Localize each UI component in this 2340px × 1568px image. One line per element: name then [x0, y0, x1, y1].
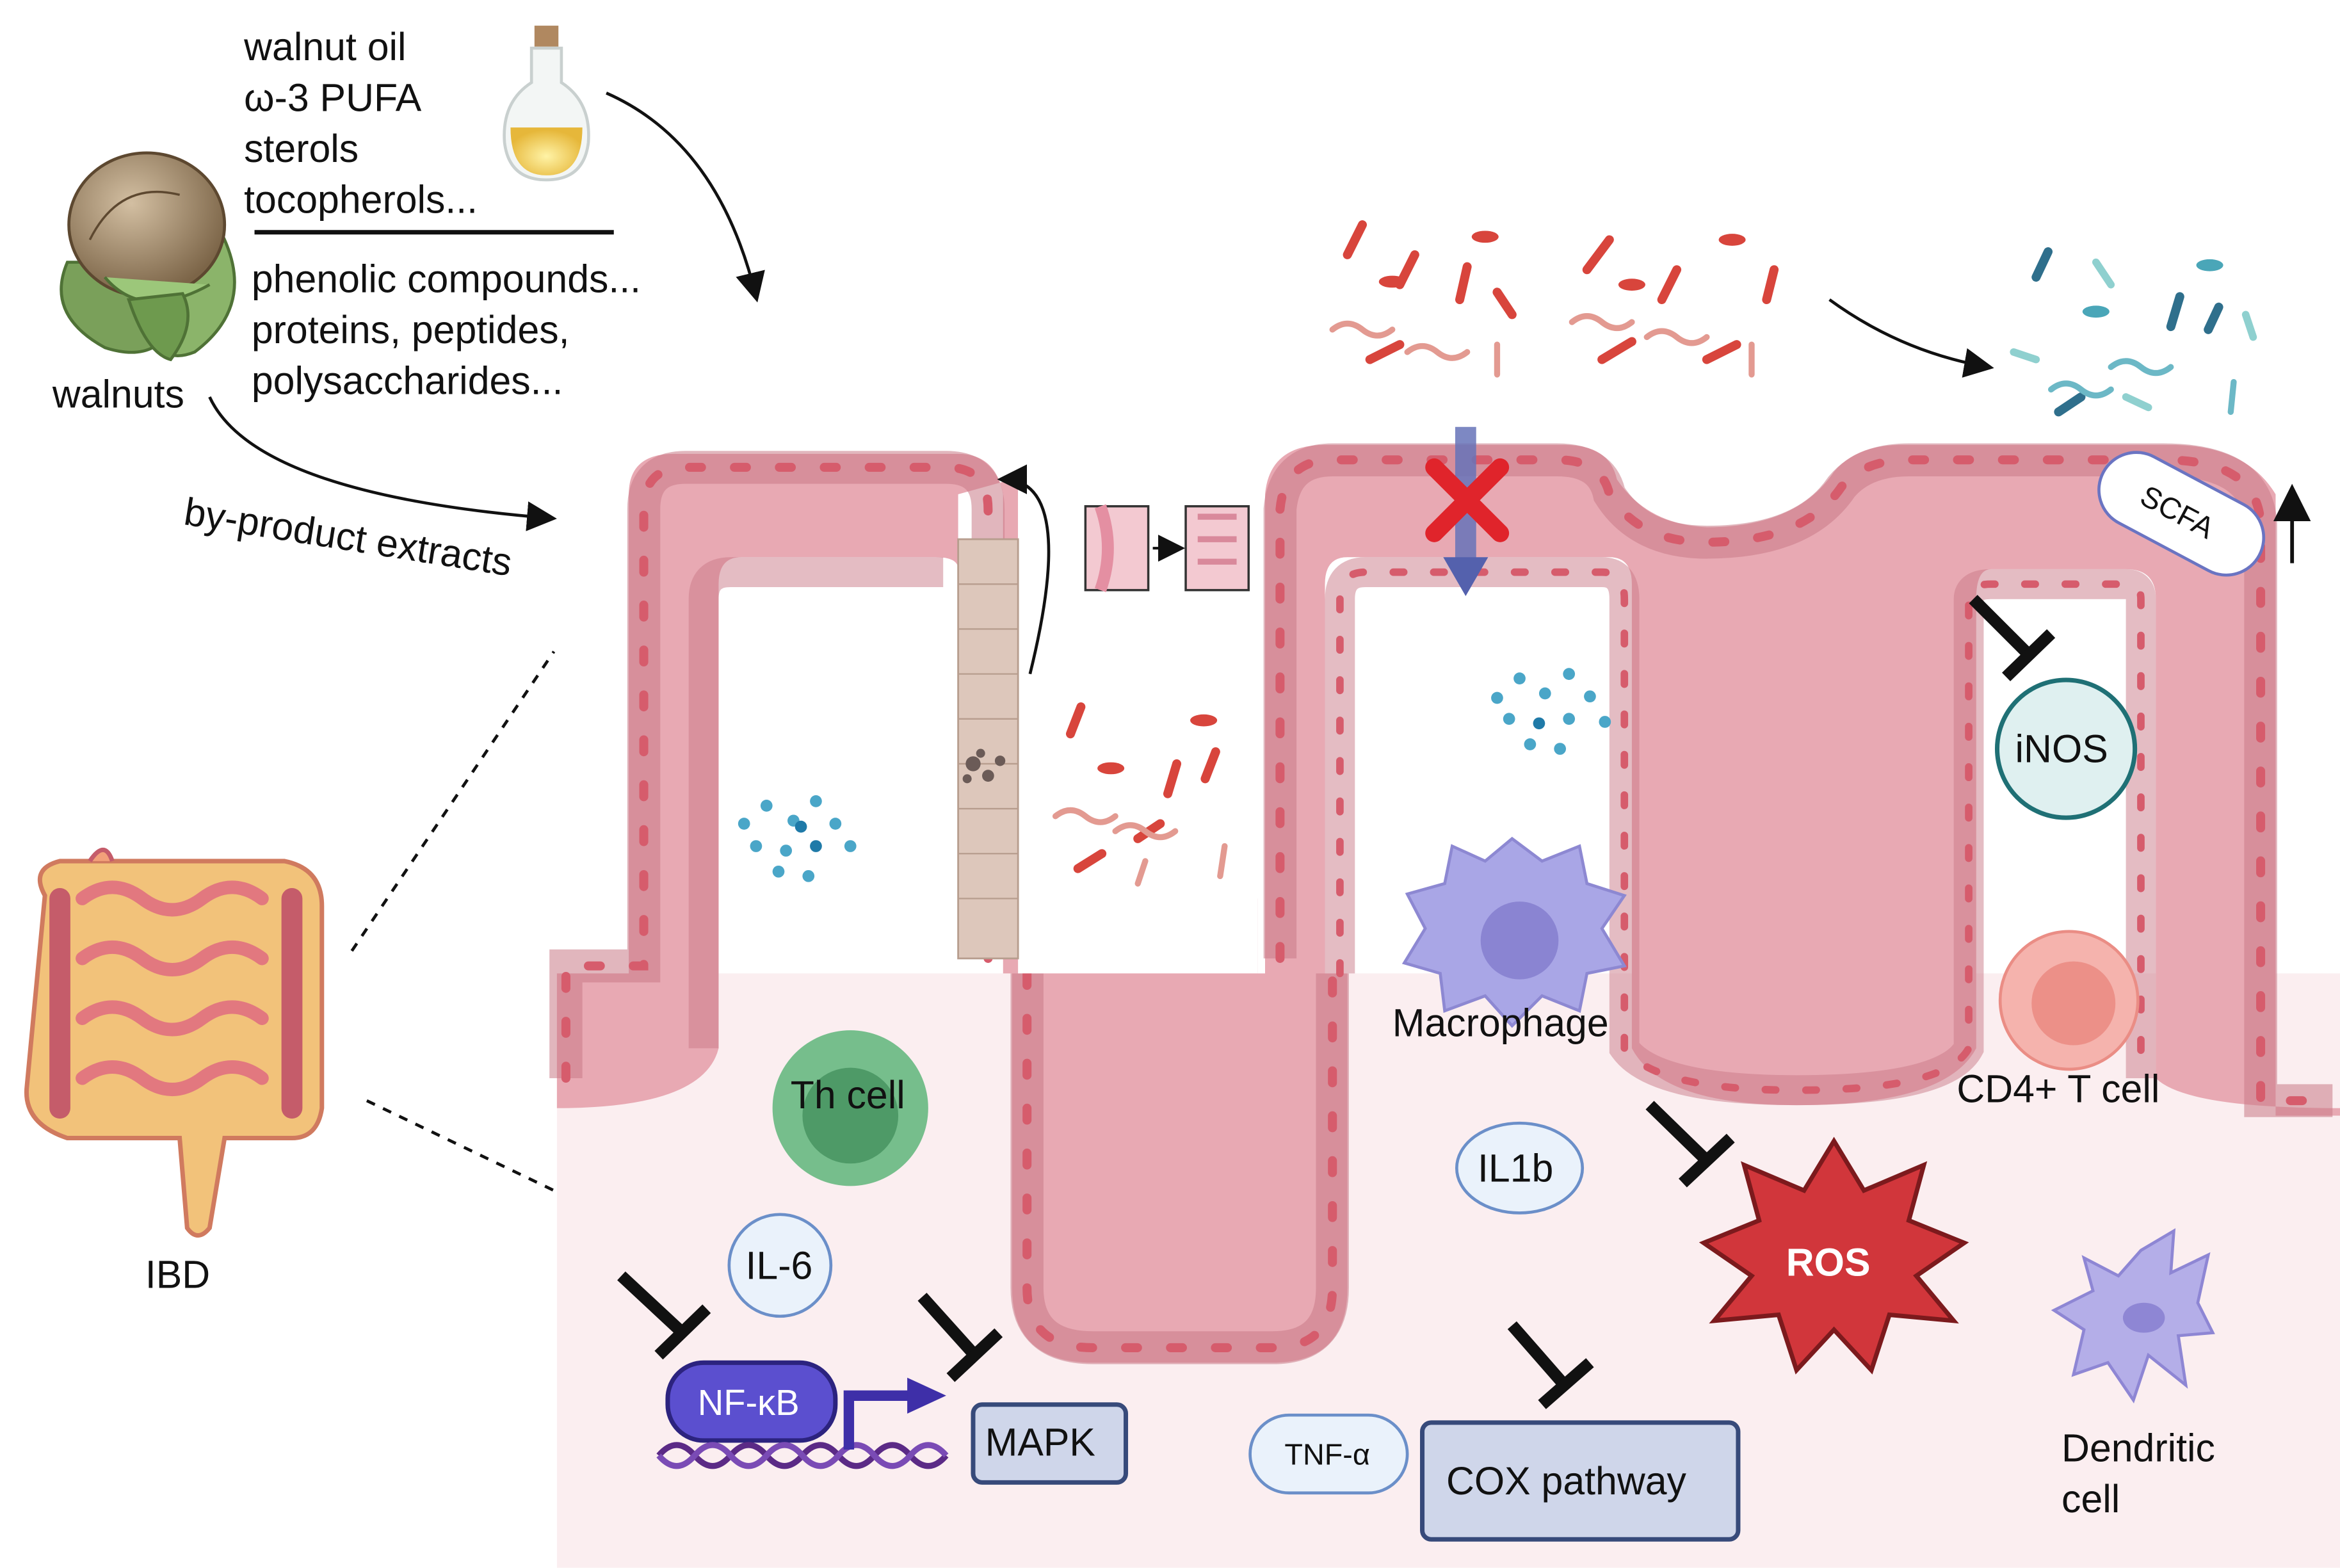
walnut-components-arrow — [606, 92, 765, 303]
curved-arrow-icon — [997, 464, 1051, 675]
nfkb-label: NF-κB — [698, 1382, 800, 1423]
tnf-node — [1248, 1413, 1409, 1495]
debris-icon — [962, 748, 1006, 784]
th-cell-label: Th cell — [791, 1073, 905, 1117]
il1b-node — [1455, 1121, 1585, 1215]
beneficial-bacteria — [2010, 247, 2257, 417]
byproduct-arrow — [208, 396, 557, 531]
dendritic-cell-label-1: Dendritic — [2062, 1427, 2215, 1470]
dendritic-cell-icon — [2051, 1228, 2215, 1403]
molecule-cluster-left — [738, 795, 857, 882]
zoom-line-top — [350, 651, 556, 952]
barrier-blocked-icon — [1425, 426, 1510, 597]
il6-label: IL-6 — [746, 1243, 813, 1287]
transcription-arrow — [843, 1390, 914, 1450]
macrophage-icon — [1401, 836, 1627, 1028]
nfkb-node — [665, 1360, 838, 1443]
byproduct-item-2: proteins, peptides, — [252, 308, 570, 352]
microbiota-shift-arrow — [1828, 298, 1994, 378]
macrophage-label: Macrophage — [1392, 1001, 1609, 1045]
dna-helix-icon — [656, 1442, 949, 1469]
pathogenic-bacteria-lumen — [1052, 702, 1228, 887]
inhibition-icons — [617, 595, 2056, 1409]
ibd-intestine-icon — [24, 848, 325, 1238]
walnuts-label: walnuts — [52, 372, 184, 416]
oil-item-4: tocopherols... — [244, 177, 478, 221]
damaged-epithelium-cells — [958, 583, 1019, 900]
pathogenic-bacteria-top — [1329, 220, 1779, 378]
oil-item-1: walnut oil — [243, 25, 406, 69]
dendritic-cell-label-2: cell — [2062, 1477, 2120, 1521]
byproduct-item-3: polysaccharides... — [252, 359, 563, 402]
oil-item-3: sterols — [244, 127, 359, 170]
th-cell-icon — [772, 1030, 928, 1186]
oil-item-2: ω-3 PUFA — [244, 76, 422, 119]
ibd-label: IBD — [145, 1252, 210, 1296]
il1b-label: IL1b — [1478, 1146, 1553, 1190]
byproduct-item-1: phenolic compounds... — [252, 257, 641, 300]
byproduct-label: by-product extracts — [181, 489, 515, 584]
molecule-cluster-right — [1491, 668, 1611, 755]
walnut-icon — [60, 151, 236, 362]
inos-label: iNOS — [2015, 727, 2108, 771]
damaged-epithelium — [957, 538, 1019, 960]
cd4-t-cell-label: CD4+ T cell — [1957, 1067, 2159, 1110]
oil-bottle-icon — [503, 26, 590, 182]
tnf-label: TNF-α — [1284, 1437, 1369, 1471]
transcription-arrowhead — [907, 1377, 946, 1414]
intestinal-epithelium — [549, 443, 2340, 1364]
mapk-node — [971, 1402, 1129, 1485]
cox-label: COX pathway — [1446, 1459, 1687, 1503]
scfa-node — [2097, 451, 2266, 577]
zoom-line-bottom — [366, 1099, 555, 1192]
ros-label: ROS — [1786, 1241, 1871, 1284]
cox-node — [1420, 1420, 1741, 1542]
cd4-t-cell-icon — [1998, 930, 2140, 1071]
histology-inset-icon — [1084, 504, 1250, 592]
ros-burst-icon — [1699, 1136, 1969, 1375]
mapk-label: MAPK — [985, 1420, 1095, 1464]
il6-node — [727, 1213, 833, 1318]
inos-node — [1994, 677, 2138, 820]
